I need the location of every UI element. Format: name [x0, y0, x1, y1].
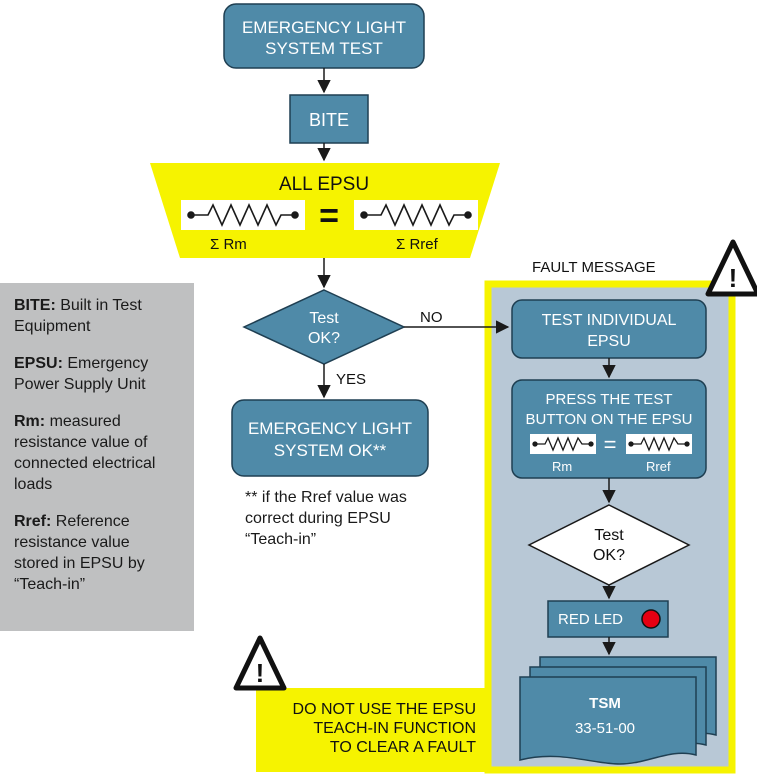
legend-epsu-term: EPSU:	[14, 355, 63, 372]
legend-panel: BITE: Built in Test Equipment EPSU: Emer…	[0, 283, 194, 631]
resistor-icon	[628, 436, 690, 452]
tsm-ref: 33-51-00	[575, 720, 635, 737]
legend-rm-def-2: resistance value of	[14, 434, 148, 451]
legend-rm-def-3: connected electrical	[14, 455, 156, 472]
test-ok-decision	[242, 289, 406, 365]
sum-rref-label: Σ Rref	[396, 236, 439, 253]
footnote-line-1: ** if the Rref value was	[245, 489, 407, 506]
resistor-icon	[532, 436, 594, 452]
footnote-line-3: “Teach-in”	[245, 531, 317, 548]
tsm-document-stack	[519, 656, 717, 765]
legend-rm: Rm: measured resistance value of connect…	[14, 411, 186, 495]
rm-resistor-box	[530, 434, 596, 454]
legend-rref-def-2: resistance value	[14, 534, 130, 551]
legend-rm-def-4: loads	[14, 476, 53, 493]
warning-box-text: DO NOT USE THE EPSU TEACH-IN FUNCTION TO…	[258, 700, 476, 757]
all-epsu-label: ALL EPSU	[279, 174, 369, 195]
press-test-label-1: PRESS THE TEST	[546, 391, 673, 408]
press-test-label-2: BUTTON ON THE EPSU	[526, 411, 693, 428]
warning-triangle-icon: !	[705, 239, 757, 297]
legend-bite-def-2: Equipment	[14, 318, 91, 335]
warning-line-2: TEACH-IN FUNCTION	[313, 720, 476, 737]
legend-epsu-def-2: Power Supply Unit	[14, 376, 146, 393]
legend-bite-term: BITE:	[14, 297, 56, 314]
rref-resistor-box	[626, 434, 692, 454]
bite-box	[289, 94, 369, 144]
system-ok-label-2: SYSTEM OK**	[274, 441, 387, 460]
legend-bite: BITE: Built in Test Equipment	[14, 295, 186, 337]
teach-in-footnote: ** if the Rref value was correct during …	[245, 487, 475, 550]
start-label-1: EMERGENCY LIGHT	[242, 18, 406, 37]
all-epsu-trapezoid	[150, 163, 500, 258]
bite-label: BITE	[309, 110, 349, 130]
legend-epsu-def-1: Emergency	[67, 355, 149, 372]
rref-label: Rref	[646, 459, 671, 474]
legend-rm-def-1: measured	[49, 413, 121, 430]
yes-label: YES	[336, 371, 366, 388]
warning-line-1: DO NOT USE THE EPSU	[292, 701, 476, 718]
legend-rm-term: Rm:	[14, 413, 46, 430]
footnote-line-2: correct during EPSU	[245, 510, 391, 527]
rm-label: Rm	[552, 459, 572, 474]
legend-epsu: EPSU: Emergency Power Supply Unit	[14, 353, 186, 395]
system-ok-box	[231, 399, 429, 477]
legend-rref-def-1: Reference	[55, 513, 130, 530]
red-led-icon	[641, 609, 661, 629]
start-label-2: SYSTEM TEST	[265, 39, 383, 58]
legend-rref-term: Rref:	[14, 513, 52, 530]
legend-bite-def-1: Built in Test	[60, 297, 142, 314]
fault-message-label: FAULT MESSAGE	[532, 259, 656, 276]
epsu-equals-sign: =	[319, 197, 339, 235]
legend-rref-def-3: stored in EPSU by	[14, 555, 145, 572]
test-individual-label-2: EPSU	[587, 333, 631, 350]
test-ok-label-2: OK?	[308, 330, 340, 347]
test-ok-2-label-2: OK?	[593, 547, 625, 564]
test-individual-label-1: TEST INDIVIDUAL	[542, 312, 677, 329]
warning-triangle-icon: !	[233, 635, 287, 691]
test-ok-label-1: Test	[309, 310, 339, 327]
warning-box	[256, 688, 488, 772]
press-equals-sign: =	[604, 432, 617, 457]
test-ok-2-label-1: Test	[594, 527, 624, 544]
warning-line-3: TO CLEAR A FAULT	[329, 739, 476, 756]
resistor-icon	[187, 203, 299, 227]
no-label: NO	[420, 309, 443, 326]
resistor-icon	[360, 203, 472, 227]
system-ok-label-1: EMERGENCY LIGHT	[248, 419, 412, 438]
tsm-title: TSM	[589, 695, 621, 712]
svg-text:!: !	[256, 658, 265, 688]
svg-text:!: !	[729, 263, 738, 293]
legend-rref-def-4: “Teach-in”	[14, 576, 86, 593]
legend-rref: Rref: Reference resistance value stored …	[14, 511, 186, 595]
red-led-label: RED LED	[558, 611, 623, 628]
sum-rm-label: Σ Rm	[210, 236, 247, 253]
